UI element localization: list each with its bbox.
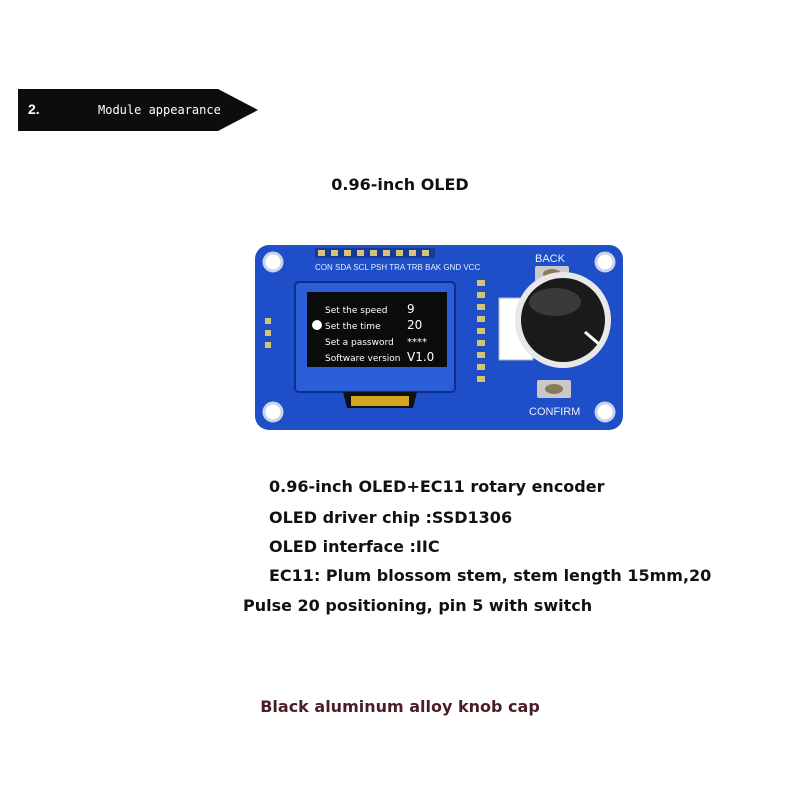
mounting-hole [594,251,616,273]
section-banner: 2. Module appearance [18,89,258,131]
spec-line-2: OLED driver chip :SSD1306 [269,508,513,527]
spec-line-3: OLED interface :IIC [269,537,440,556]
oled-screen [307,292,447,367]
menu-value-speed: 9 [407,302,415,316]
knob-indicator [584,330,600,346]
section-number: 2. [28,101,40,117]
module-board: CON SDA SCL PSH TRA TRB BAK GND VCC Set … [255,245,623,430]
product-heading: 0.96-inch OLED [331,175,469,194]
confirm-button [537,380,571,398]
pin-header [315,248,435,258]
spec-line-4: EC11: Plum blossom stem, stem length 15m… [269,566,712,585]
pin-labels: CON SDA SCL PSH TRA TRB BAK GND VCC [315,263,480,272]
module-photo: CON SDA SCL PSH TRA TRB BAK GND VCC Set … [255,240,625,435]
confirm-label: CONFIRM [529,406,580,418]
mounting-hole [262,251,284,273]
ec11-rotary-encoder [498,272,611,368]
banner-arrow-shape [18,89,258,131]
mounting-hole [262,401,284,423]
menu-label-speed: Set the speed [325,306,387,316]
back-label: BACK [535,253,566,265]
menu-label-version: Software version [325,354,401,364]
mounting-hole [594,401,616,423]
menu-label-password: Set a password [325,338,394,348]
section-title: Module appearance [98,103,221,117]
menu-value-password: **** [407,337,427,348]
menu-value-version: V1.0 [407,350,434,364]
side-pads [265,280,485,382]
menu-label-time: Set the time [325,322,381,332]
flex-connector [351,396,409,406]
menu-cursor-icon [312,320,322,330]
spec-line-1: 0.96-inch OLED+EC11 rotary encoder [269,477,605,496]
knob-caption: Black aluminum alloy knob cap [260,697,540,716]
spec-line-5: Pulse 20 positioning, pin 5 with switch [243,596,593,615]
menu-value-time: 20 [407,318,422,332]
